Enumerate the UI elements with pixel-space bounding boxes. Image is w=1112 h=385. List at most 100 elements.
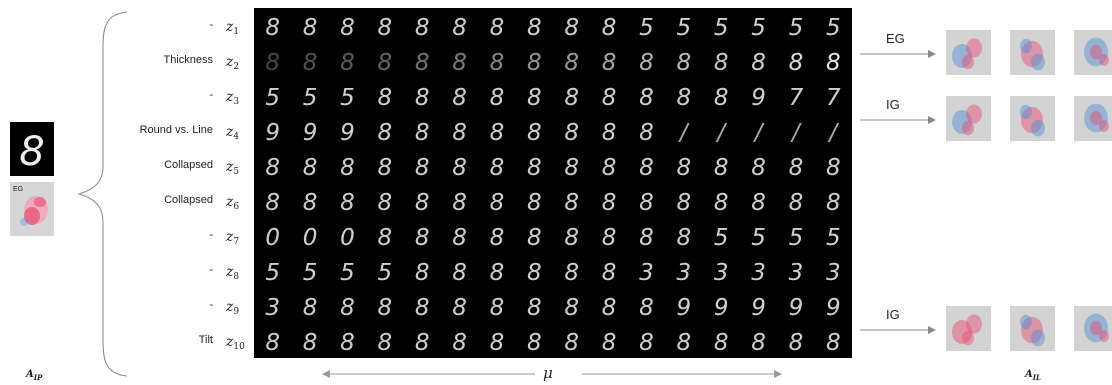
traversal-digit: /	[827, 120, 839, 146]
traversal-digit: 8	[527, 155, 542, 181]
traversal-digit: 8	[490, 295, 505, 321]
traversal-digit: 8	[490, 120, 505, 146]
traversal-digit: 3	[751, 260, 766, 286]
latent-row-label: -	[10, 18, 213, 32]
traversal-digit: 8	[340, 50, 355, 76]
traversal-digit: 8	[826, 190, 841, 216]
traversal-digit: 0	[265, 225, 280, 251]
traversal-digit: 8	[527, 85, 542, 111]
attribution-method-label: IG	[886, 97, 900, 112]
traversal-digit: 8	[340, 155, 355, 181]
traversal-digit: 9	[265, 120, 280, 146]
traversal-digit: /	[753, 120, 765, 146]
traversal-digit: 3	[789, 260, 804, 286]
traversal-digit: 8	[564, 225, 579, 251]
traversal-digit: 8	[564, 120, 579, 146]
traversal-digit: 8	[789, 330, 804, 356]
traversal-digit: 8	[377, 15, 392, 41]
traversal-digit: 8	[639, 225, 654, 251]
traversal-digit: 8	[676, 330, 691, 356]
traversal-digit: 8	[377, 155, 392, 181]
traversal-digit: 8	[751, 190, 766, 216]
traversal-digit: 8	[265, 190, 280, 216]
traversal-digit: 8	[639, 295, 654, 321]
traversal-digit: 8	[265, 155, 280, 181]
traversal-digit: 8	[377, 50, 392, 76]
traversal-digit: 8	[452, 295, 467, 321]
latent-z-label: z1	[226, 20, 239, 39]
traversal-digit: 8	[490, 260, 505, 286]
traversal-digit: 5	[714, 225, 729, 251]
traversal-digit: 8	[564, 50, 579, 76]
traversal-digit: 5	[789, 15, 804, 41]
latent-z-label: z7	[226, 230, 239, 249]
traversal-digit: 8	[452, 50, 467, 76]
traversal-digit: 8	[751, 50, 766, 76]
attribution-map-thumbnail	[1074, 96, 1112, 141]
traversal-digit: 8	[527, 50, 542, 76]
traversal-digit: 8	[789, 50, 804, 76]
traversal-digit: 8	[377, 190, 392, 216]
traversal-digit: 8	[564, 260, 579, 286]
traversal-digit: 8	[527, 120, 542, 146]
traversal-digit: 8	[415, 330, 430, 356]
traversal-digit: 8	[377, 330, 392, 356]
traversal-digit: 8	[676, 155, 691, 181]
traversal-digit: 8	[452, 15, 467, 41]
latent-z-label: z3	[226, 90, 239, 109]
latent-z-label: z4	[226, 125, 239, 144]
traversal-digit: /	[715, 120, 727, 146]
traversal-digit: 5	[377, 260, 392, 286]
traversal-digit: 8	[415, 260, 430, 286]
traversal-digit: 8	[564, 190, 579, 216]
traversal-digit: 5	[265, 260, 280, 286]
traversal-digit: 8	[564, 85, 579, 111]
traversal-digit: /	[790, 120, 802, 146]
traversal-digit: 5	[826, 225, 841, 251]
traversal-digit: 8	[714, 85, 729, 111]
latent-row-label: Tilt	[10, 333, 213, 347]
traversal-digit: 8	[676, 190, 691, 216]
traversal-digit: 8	[639, 120, 654, 146]
traversal-digit: 8	[303, 50, 318, 76]
latent-row-label: Thickness	[10, 53, 213, 67]
traversal-digit: 9	[676, 295, 691, 321]
traversal-digit: 8	[415, 120, 430, 146]
traversal-digit: 5	[789, 225, 804, 251]
input-panel-caption: AIP	[26, 369, 42, 382]
latent-row-label: Round vs. Line	[10, 123, 213, 137]
latent-row-label: -	[10, 88, 213, 102]
traversal-digit: 9	[714, 295, 729, 321]
traversal-digit: 8	[527, 295, 542, 321]
traversal-digit: 8	[415, 190, 430, 216]
traversal-digit: 8	[415, 15, 430, 41]
traversal-digit: 8	[377, 225, 392, 251]
traversal-digit: 8	[490, 85, 505, 111]
traversal-digit: 8	[340, 190, 355, 216]
latent-z-label: z9	[226, 300, 239, 319]
traversal-digit: 5	[303, 85, 318, 111]
traversal-digit: 5	[340, 260, 355, 286]
traversal-digit: 8	[265, 50, 280, 76]
traversal-digit: 5	[751, 225, 766, 251]
latent-row-label: Collapsed	[10, 158, 213, 172]
traversal-digit: 8	[415, 225, 430, 251]
traversal-digit: 9	[789, 295, 804, 321]
attribution-method-label: IG	[886, 307, 900, 322]
attribution-arrow	[860, 49, 940, 59]
traversal-digit: 7	[826, 85, 841, 111]
traversal-digit: 8	[340, 295, 355, 321]
traversal-digit: 8	[564, 295, 579, 321]
traversal-digit: 8	[490, 190, 505, 216]
traversal-digit: 8	[564, 15, 579, 41]
traversal-digit: 9	[303, 120, 318, 146]
traversal-digit: 5	[826, 15, 841, 41]
latent-row-label: -	[10, 228, 213, 242]
traversal-digit: 8	[265, 330, 280, 356]
traversal-digit: 8	[602, 330, 617, 356]
traversal-digit: 8	[377, 85, 392, 111]
traversal-digit: 9	[751, 295, 766, 321]
traversal-digit: 0	[303, 225, 318, 251]
traversal-digit: 8	[639, 330, 654, 356]
traversal-digit: 8	[602, 85, 617, 111]
